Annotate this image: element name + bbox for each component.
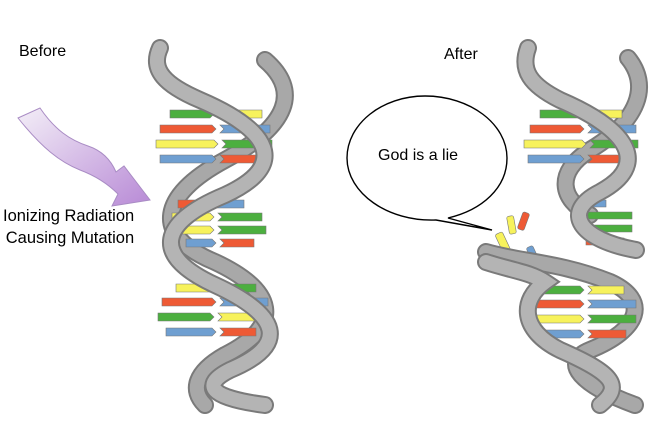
base-green (218, 213, 262, 221)
base-blue (160, 155, 216, 163)
radiation-caption-line2: Causing Mutation (3, 227, 134, 249)
base-green (588, 315, 636, 323)
fragment-yellow (506, 215, 516, 234)
speech-bubble-text: God is a lie (378, 145, 458, 166)
radiation-caption: Ionizing Radiation Causing Mutation (3, 205, 134, 249)
base-red (220, 328, 256, 336)
before-label: Before (19, 41, 66, 62)
radiation-arrow (18, 108, 150, 206)
base-yellow (156, 140, 218, 148)
base-green (218, 226, 266, 234)
base-blue (166, 328, 216, 336)
base-red (162, 298, 216, 306)
base-yellow (588, 286, 624, 294)
base-yellow (524, 140, 586, 148)
after-label: After (444, 44, 478, 65)
base-blue (588, 300, 636, 308)
base-green (584, 212, 632, 219)
base-red (588, 330, 626, 338)
radiation-caption-line1: Ionizing Radiation (3, 205, 134, 227)
fragment-red (517, 212, 530, 231)
base-green (158, 313, 214, 321)
dna-helix-intact (156, 48, 285, 405)
base-blue (186, 239, 216, 247)
base-red (220, 239, 254, 247)
base-red (160, 125, 216, 133)
base-blue (528, 155, 584, 163)
base-red (220, 155, 258, 163)
base-red (530, 125, 584, 133)
dna-helix-broken (486, 48, 639, 405)
